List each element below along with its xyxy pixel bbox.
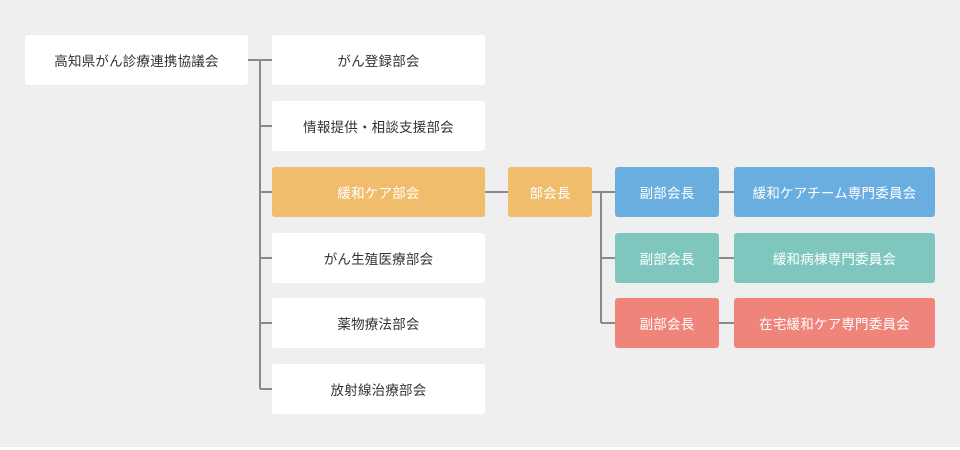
committee-pharmacotherapy: 薬物療法部会 [272, 298, 485, 348]
subcommittee-palliative-team: 緩和ケアチーム専門委員会 [734, 167, 935, 217]
subcommittee-palliative-ward: 緩和病棟専門委員会 [734, 233, 935, 283]
root-council: 高知県がん診療連携協議会 [25, 35, 248, 85]
vice-chair-3: 副部会長 [615, 298, 719, 348]
committee-radiotherapy: 放射線治療部会 [272, 364, 485, 414]
vice-chair-2: 副部会長 [615, 233, 719, 283]
committee-info-consultation: 情報提供・相談支援部会 [272, 101, 485, 151]
committee-head: 部会長 [508, 167, 592, 217]
subcommittee-home-palliative: 在宅緩和ケア専門委員会 [734, 298, 935, 348]
committee-cancer-registry: がん登録部会 [272, 35, 485, 85]
vice-chair-1: 副部会長 [615, 167, 719, 217]
committee-oncofertility: がん生殖医療部会 [272, 233, 485, 283]
committee-palliative-care: 緩和ケア部会 [272, 167, 485, 217]
